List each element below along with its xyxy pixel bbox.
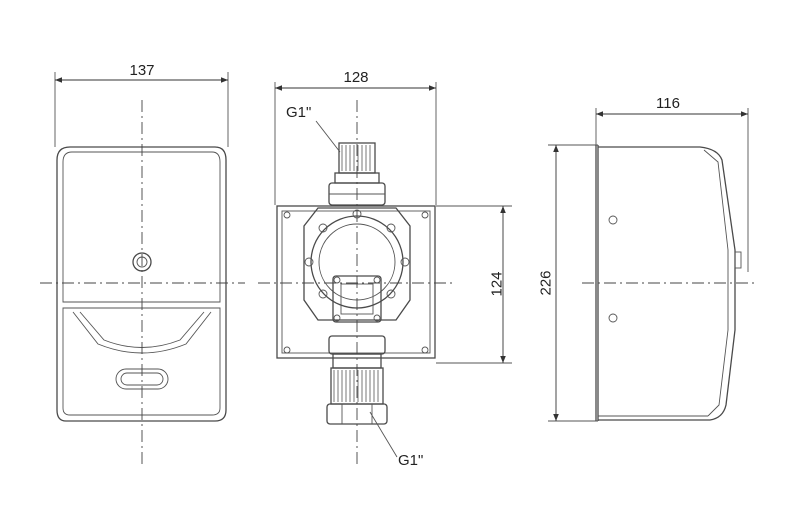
plate-hole (283, 211, 291, 219)
thread-callout-bottom: G1" (398, 452, 423, 469)
thread-callout-top: G1" (286, 104, 311, 121)
valve-bolt (304, 257, 314, 267)
side-screw (608, 313, 618, 323)
bottom-thread-hatch (333, 370, 379, 402)
plate-hole (283, 346, 291, 354)
side-body-inner-edge (703, 149, 729, 417)
side-button (734, 251, 742, 269)
side-screw (608, 215, 618, 225)
front-body-outline (56, 146, 227, 422)
dimension-front-width: 137 (129, 62, 154, 79)
front-lower-panel (62, 307, 221, 416)
dimension-rear-width: 128 (343, 69, 368, 86)
solenoid-screw (373, 276, 381, 284)
front-upper-panel (62, 151, 221, 303)
mounting-plate-inner (281, 210, 431, 354)
valve-flange-outer (303, 207, 411, 321)
side-body-outline (598, 146, 736, 421)
dimension-rear-height: 124 (489, 271, 506, 296)
valve-bolt (318, 289, 328, 299)
solenoid-screw (333, 314, 341, 322)
side-view: 116 226 (538, 95, 758, 422)
leader-line-top (315, 120, 341, 153)
valve-bolt (318, 223, 328, 233)
front-view: 137 (40, 62, 245, 465)
dimension-side-height: 226 (538, 270, 555, 295)
mounting-plate (276, 205, 436, 359)
dimension-side-depth: 116 (656, 95, 680, 112)
valve-bolt (386, 289, 396, 299)
top-thread-hatch (341, 145, 371, 171)
leader-line-bottom (369, 411, 398, 458)
valve-bolt (386, 223, 396, 233)
valve-bolt (400, 257, 410, 267)
rear-view: 128 124 (258, 69, 512, 469)
plate-hole (421, 346, 429, 354)
solenoid-screw (333, 276, 341, 284)
solenoid-screw (373, 314, 381, 322)
plate-hole (421, 211, 429, 219)
